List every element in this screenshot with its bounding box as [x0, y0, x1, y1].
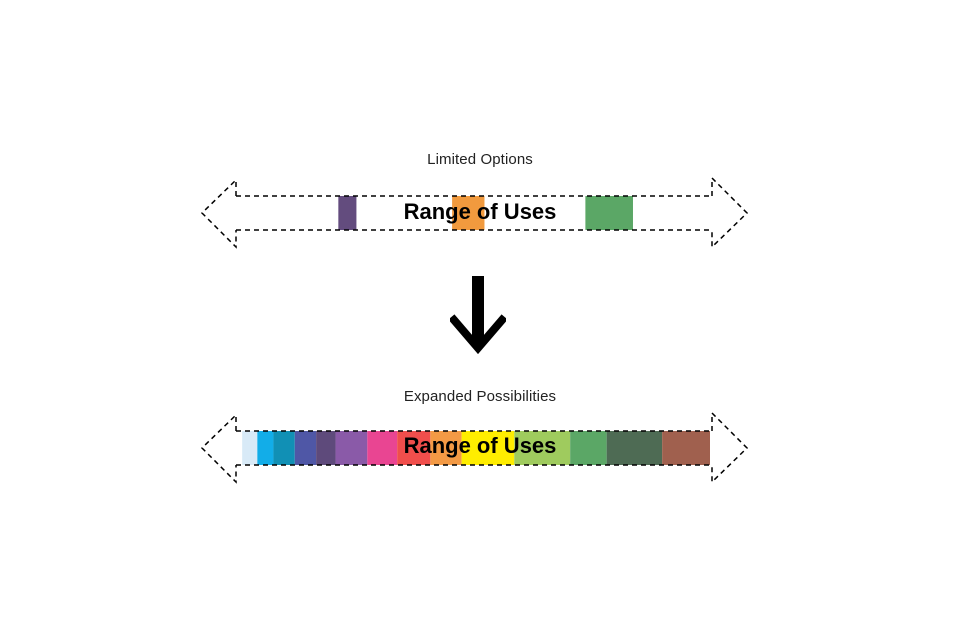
color-segment: [242, 431, 258, 465]
color-segment: [430, 431, 462, 465]
top-arrow-outline: [200, 176, 749, 249]
color-segment: [452, 196, 485, 230]
color-segment: [570, 431, 607, 465]
expanded-possibilities-caption: Expanded Possibilities: [403, 388, 557, 405]
color-segment: [294, 431, 317, 465]
down-arrow-icon: [450, 276, 506, 355]
top-range-label: Range of Uses: [403, 199, 557, 224]
color-segment: [585, 196, 633, 230]
color-segment: [273, 431, 295, 465]
color-segment: [662, 431, 710, 465]
color-segment: [367, 431, 398, 465]
limited-options-caption: Limited Options: [427, 151, 533, 168]
color-segment: [397, 431, 431, 465]
color-segment: [335, 431, 368, 465]
bottom-arrow-outline: [200, 411, 749, 484]
color-segment: [461, 431, 515, 465]
color-segment: [316, 431, 336, 465]
bottom-segments: [242, 431, 710, 465]
top-range-arrow: [200, 176, 749, 249]
bottom-range-label: Range of Uses: [403, 433, 557, 458]
color-segment: [338, 196, 357, 230]
bottom-range-arrow: [200, 411, 749, 484]
top-segments: [338, 196, 633, 230]
color-segment: [257, 431, 274, 465]
color-segment: [514, 431, 571, 465]
color-segment: [606, 431, 663, 465]
